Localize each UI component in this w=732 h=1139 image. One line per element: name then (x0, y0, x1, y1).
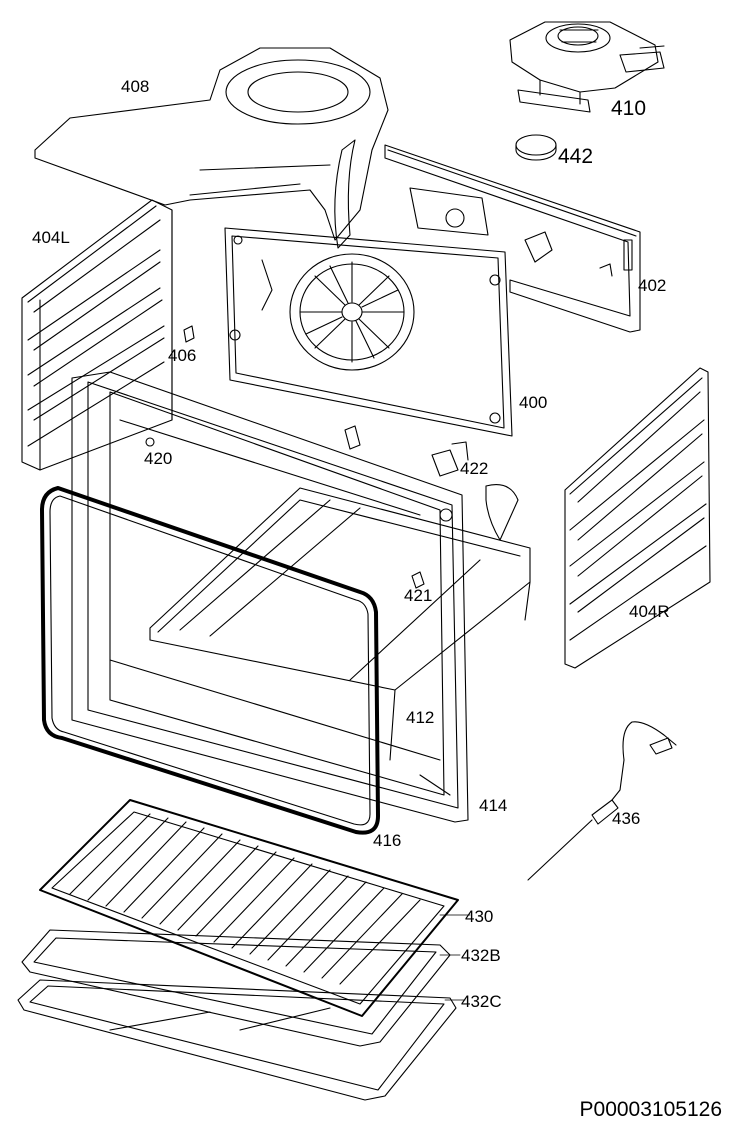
deep-tray-432C (18, 980, 456, 1100)
rear-wall-400 (225, 188, 512, 436)
screw-420 (146, 438, 154, 446)
shelf-support-412 (150, 485, 530, 760)
part-label-432B: 432B (461, 946, 501, 965)
part-label-400: 400 (519, 393, 548, 412)
shelf-runner-404R (565, 368, 710, 668)
part-label-421: 421 (404, 586, 433, 605)
rear-panel-402 (385, 145, 640, 332)
part-label-414: 414 (479, 796, 508, 815)
part-label-422: 422 (460, 459, 489, 478)
part-label-430: 430 (465, 907, 494, 926)
fan-motor-410 (510, 22, 664, 112)
shelf-runner-404L (22, 200, 172, 470)
part-label-420: 420 (144, 449, 173, 468)
part-label-436: 436 (612, 809, 641, 828)
part-label-416: 416 (373, 831, 402, 850)
grill-rack-430 (40, 800, 458, 1016)
meat-probe-436 (528, 722, 676, 880)
leader-lines (440, 915, 470, 1000)
part-label-404L: 404L (32, 228, 70, 247)
part-label-402: 402 (638, 276, 667, 295)
clip-406 (184, 326, 194, 342)
fitting-421 (412, 572, 424, 588)
baking-tray-432B (22, 930, 450, 1046)
part-label-410: 410 (611, 97, 647, 120)
part-label-406: 406 (168, 346, 197, 365)
door-gasket-416 (42, 488, 378, 833)
part-label-442: 442 (558, 145, 594, 168)
document-id: P00003105126 (579, 1098, 722, 1121)
top-duct-408 (35, 48, 388, 248)
part-label-404R: 404R (629, 602, 670, 621)
disc-442 (516, 135, 556, 160)
part-label-408: 408 (121, 77, 150, 96)
part-label-412: 412 (406, 708, 435, 727)
cavity-frame-414 (72, 372, 468, 822)
part-label-432C: 432C (461, 992, 502, 1011)
lamp-holder-422 (432, 442, 468, 476)
